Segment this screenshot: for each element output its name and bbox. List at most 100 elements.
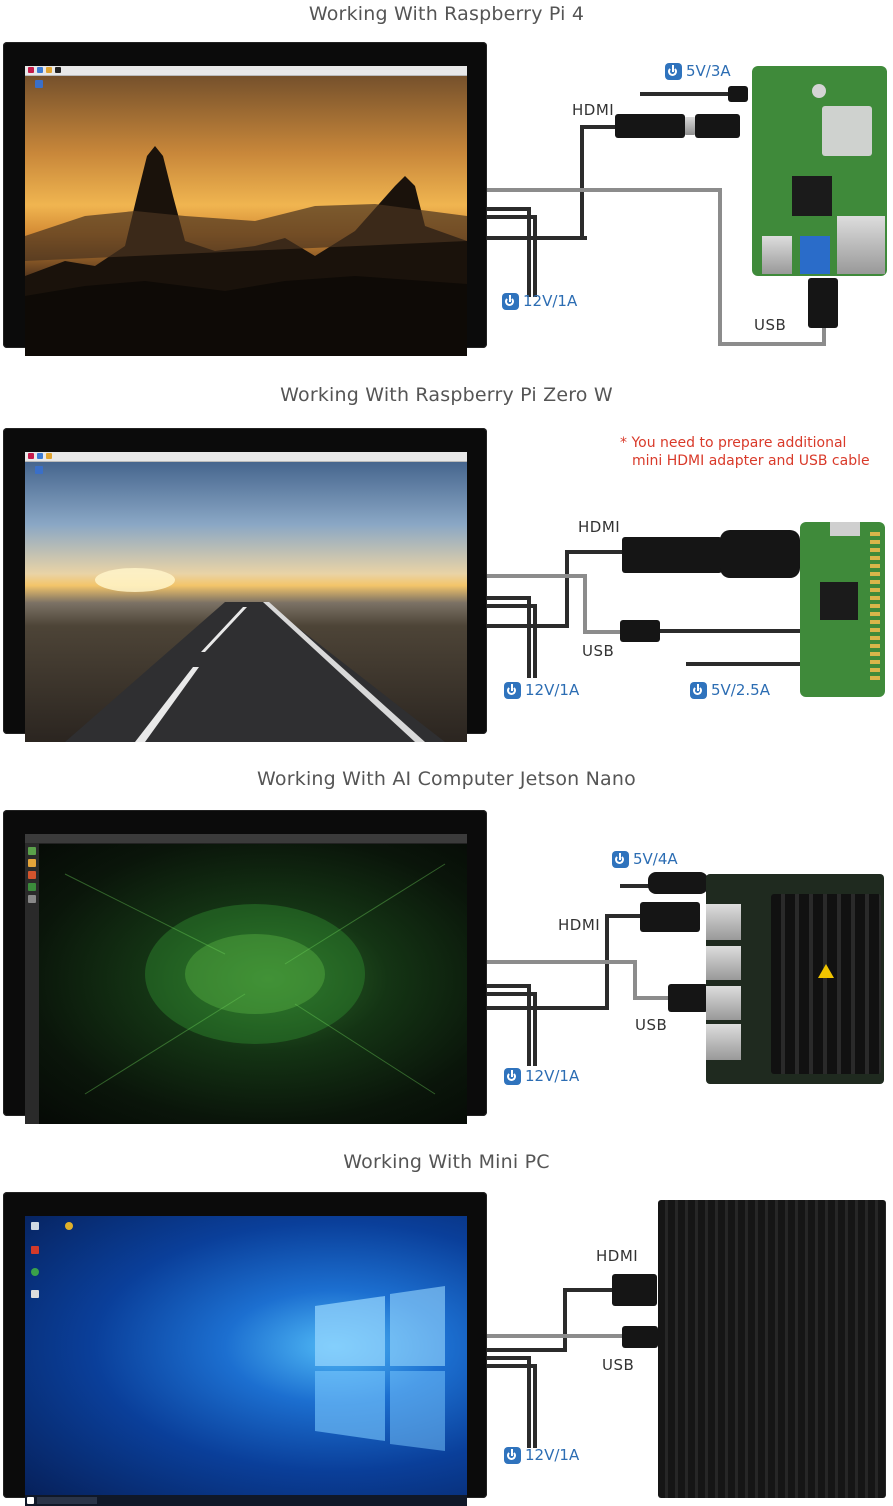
usb-cable xyxy=(633,960,637,1000)
section-title: Working With Raspberry Pi Zero W xyxy=(280,384,613,406)
usb-plug xyxy=(668,984,708,1012)
hdmi-cable xyxy=(565,550,630,554)
power-cable-display xyxy=(527,984,531,1066)
section-mini-pc: Working With Mini PC HDMI xyxy=(0,1148,893,1506)
app-icon xyxy=(31,1290,39,1298)
usb-cable xyxy=(487,960,637,964)
power-cable-display xyxy=(487,1364,537,1368)
desktop-taskbar xyxy=(25,452,467,462)
usb-cable xyxy=(583,574,587,632)
hdmi-cable xyxy=(487,236,587,240)
browser-icon xyxy=(37,67,43,73)
display-power-spec: 12V/1A xyxy=(504,1067,579,1085)
hdmi-plug xyxy=(640,902,700,932)
barrel-jack-plug xyxy=(648,872,708,894)
display-monitor xyxy=(3,1192,487,1506)
usb-label: USB xyxy=(635,1016,668,1034)
folder-icon xyxy=(46,67,52,73)
section-raspberry-pi-4: Working With Raspberry Pi 4 xyxy=(0,0,893,380)
ubuntu-launcher xyxy=(25,843,39,1124)
hdmi-label: HDMI xyxy=(596,1247,639,1265)
jetson-nano-board xyxy=(706,874,884,1084)
app-icon xyxy=(31,1246,39,1254)
hdmi-label: HDMI xyxy=(572,101,615,119)
dash-icon xyxy=(28,847,36,855)
windows-taskbar xyxy=(25,1495,467,1506)
files-icon xyxy=(28,859,36,867)
raspberry-logo-icon xyxy=(812,84,826,98)
browser-icon xyxy=(37,453,43,459)
display-power-spec: 12V/1A xyxy=(504,1446,579,1464)
usb-c-plug xyxy=(728,86,748,102)
device-power-spec: 5V/3A xyxy=(665,62,731,80)
hdmi-label: HDMI xyxy=(578,518,621,536)
warning-icon xyxy=(818,964,834,978)
hdmi-cable xyxy=(487,624,569,628)
raspberry-logo-icon xyxy=(28,453,34,459)
usb-plug xyxy=(622,1326,658,1348)
power-cable-device xyxy=(620,884,660,888)
power-icon xyxy=(504,1446,521,1464)
usb-label: USB xyxy=(602,1356,635,1374)
micro-hdmi-plug xyxy=(695,114,740,138)
raspberry-pi-4-board xyxy=(752,66,887,276)
hdmi-cable xyxy=(487,1006,609,1010)
mini-hdmi-adapter xyxy=(720,530,800,578)
display-screen xyxy=(25,66,467,356)
power-cable-display xyxy=(487,207,527,211)
usb-otg-cable xyxy=(650,629,800,633)
hdmi-cable xyxy=(563,1288,567,1352)
start-icon xyxy=(27,1497,34,1504)
power-cable-display xyxy=(527,1356,531,1448)
hdmi-cable xyxy=(487,1348,567,1352)
raspberry-logo-icon xyxy=(28,67,34,73)
search-box xyxy=(37,1497,97,1504)
windows-wallpaper xyxy=(315,1286,445,1451)
display-screen xyxy=(25,834,467,1124)
nvidia-wallpaper xyxy=(64,863,446,1095)
hdmi-cable xyxy=(563,1288,615,1292)
hdmi-cable xyxy=(580,125,584,240)
display-power-spec: 12V/1A xyxy=(502,292,577,310)
power-cable-device xyxy=(686,662,800,666)
usb-cable xyxy=(487,1334,627,1338)
power-cable-display xyxy=(533,215,537,297)
usb-otg-adapter xyxy=(620,620,660,642)
section-raspberry-pi-zero-w: Working With Raspberry Pi Zero W * You n… xyxy=(0,382,893,762)
power-cable-display xyxy=(527,596,531,678)
display-screen xyxy=(25,1216,467,1506)
usb-cable xyxy=(718,188,722,346)
power-cable-display xyxy=(533,604,537,678)
hdmi-cable xyxy=(580,125,625,129)
adapter-note: * You need to prepare additional mini HD… xyxy=(620,435,870,469)
power-icon xyxy=(504,681,521,699)
trash-icon xyxy=(35,466,43,474)
settings-icon xyxy=(28,895,36,903)
power-cable-display xyxy=(487,604,537,608)
power-cable-display xyxy=(487,596,531,600)
terminal-icon xyxy=(55,67,61,73)
power-icon xyxy=(504,1067,521,1085)
office-icon xyxy=(28,883,36,891)
power-cable-display xyxy=(533,1364,537,1448)
usb-cable xyxy=(487,188,722,192)
section-title: Working With AI Computer Jetson Nano xyxy=(257,768,636,790)
device-power-spec: 5V/4A xyxy=(612,850,678,868)
power-icon xyxy=(502,292,519,310)
usb-cable xyxy=(633,996,673,1000)
section-jetson-nano: Working With AI Computer Jetson Nano xyxy=(0,766,893,1146)
chrome-icon xyxy=(65,1222,73,1230)
desktop-taskbar xyxy=(25,834,467,844)
hdmi-adapter xyxy=(685,117,695,135)
power-cable-display xyxy=(533,992,537,1066)
power-icon xyxy=(665,62,682,80)
mini-pc-device xyxy=(658,1200,886,1498)
hdmi-plug xyxy=(612,1274,657,1306)
usb-plug xyxy=(808,278,838,328)
hdmi-plug xyxy=(615,114,685,138)
hdmi-label: HDMI xyxy=(558,916,601,934)
usb-label: USB xyxy=(754,316,787,334)
section-title: Working With Mini PC xyxy=(343,1151,550,1173)
desktop-taskbar xyxy=(25,66,467,76)
device-power-spec: 5V/2.5A xyxy=(690,681,770,699)
